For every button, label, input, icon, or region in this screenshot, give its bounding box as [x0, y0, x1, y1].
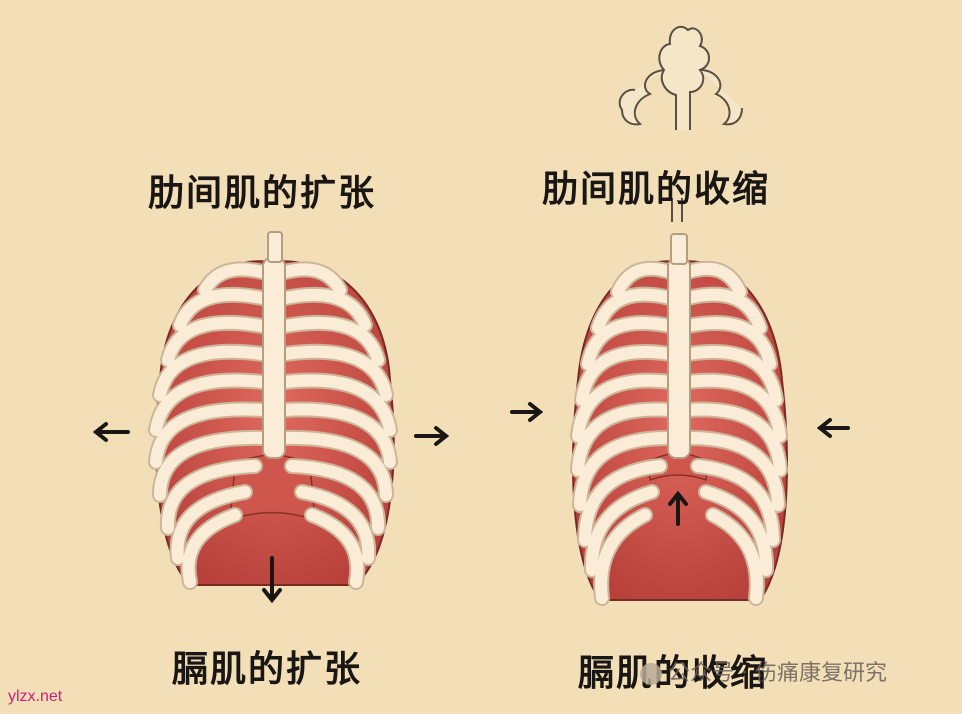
left-bottom-label: 膈肌的扩张	[172, 649, 363, 690]
exhale-cloud-icon	[618, 25, 743, 130]
ribcage-expanded	[148, 231, 398, 590]
right-top-label: 肋间肌的收缩	[542, 169, 771, 210]
account-watermark: 公众号 · 伤痛康复研究	[640, 655, 887, 687]
wechat-logo-icon	[640, 663, 662, 685]
arrow-left-icon	[92, 422, 130, 442]
account-watermark-text: 公众号 · 伤痛康复研究	[668, 661, 887, 686]
arrow-left-inward-icon	[816, 418, 850, 438]
right-bottom-label: 膈肌的收缩	[578, 653, 769, 694]
arrow-down-icon	[262, 556, 282, 604]
arrow-right-icon	[414, 426, 450, 446]
arrow-up-icon	[668, 490, 688, 526]
left-top-label: 肋间肌的扩张	[148, 173, 377, 214]
ribcage-contracted	[570, 25, 788, 606]
arrow-right-inward-icon	[510, 402, 544, 422]
site-watermark: ylzx.net	[8, 688, 63, 705]
